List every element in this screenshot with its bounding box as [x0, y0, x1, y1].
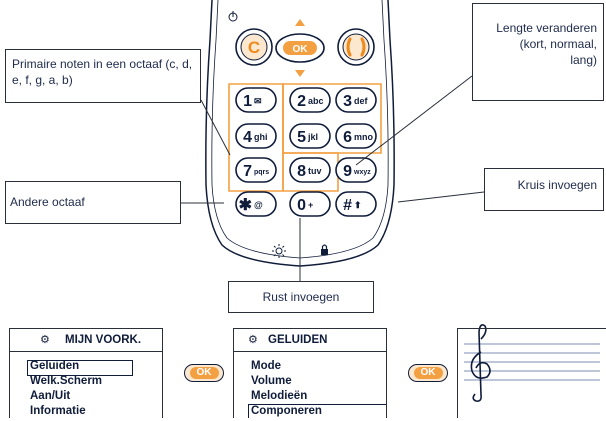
settings-icon-2: ⚙ [248, 334, 258, 346]
key-digit: 9 [343, 163, 352, 180]
key-digit: 6 [343, 129, 352, 146]
menu1-item-geluiden[interactable]: Geluiden [30, 360, 80, 372]
key-digit: 3 [343, 93, 352, 110]
callout-sharp: Kruis invoegen [484, 168, 604, 211]
menu2-title: GELUIDEN [268, 334, 328, 346]
menu2-selection-box [248, 404, 386, 418]
key-digit: 1 [243, 93, 252, 110]
ok-button-1-label: OK [189, 367, 219, 379]
menu1-title: MIJN VOORK. [65, 334, 142, 346]
menu2-item-mode[interactable]: Mode [251, 360, 282, 372]
menu1-item-welk-scherm[interactable]: Welk.Scherm [30, 375, 103, 387]
left-softkey-c[interactable]: C [235, 28, 273, 66]
nav-up-arrow [295, 19, 305, 26]
key-letters: @ [254, 200, 263, 210]
menu2-item-volume[interactable]: Volume [251, 375, 292, 387]
key-digit: 4 [243, 129, 252, 146]
brightness-icon [272, 244, 286, 258]
key-digit: 8 [297, 163, 306, 180]
svg-text:C: C [248, 38, 260, 57]
callout-other-octave-text: Andere octaaf [10, 195, 85, 209]
leader-length [355, 75, 473, 166]
key-digit: 2 [297, 93, 306, 110]
key-1[interactable]: 1✉ [235, 87, 277, 113]
key-letters: + [308, 200, 313, 210]
callout-primary-notes-text: Primaire noten in een octaaf (c, d, e, f… [12, 57, 193, 87]
key-letters: ✉ [254, 96, 262, 106]
menu1-item-informatie[interactable]: Informatie [30, 405, 86, 417]
callout-length: Lengte veranderen (kort, normaal, lang) [472, 3, 604, 101]
key-digit: 5 [297, 129, 306, 146]
nav-down-arrow [295, 70, 305, 77]
menu-panel-mijn-voork: ⚙ MIJN VOORK. Geluiden Welk.Scherm Aan/U… [9, 328, 163, 418]
menu1-item-aan-uit[interactable]: Aan/Uit [30, 390, 71, 402]
settings-icon: ⚙ [40, 334, 50, 346]
music-staff [464, 324, 600, 402]
callout-rest: Rust invoegen [228, 281, 374, 313]
key-11[interactable]: 0+ [289, 191, 331, 217]
callout-length-line2: (kort, normaal, [519, 37, 597, 51]
key-letters: pqrs [254, 169, 269, 176]
ok-button-1[interactable]: OK [184, 364, 224, 382]
ok-button-2[interactable]: OK [408, 364, 448, 382]
key-12[interactable]: #⬆ [335, 191, 377, 217]
menu-panel-geluiden: ⚙ GELUIDEN Mode Volume Melodieën Compone… [233, 328, 387, 418]
key-10[interactable]: ✱@ [235, 191, 277, 217]
callout-primary-notes: Primaire noten in een octaaf (c, d, e, f… [5, 49, 201, 103]
callout-rest-text: Rust invoegen [262, 290, 340, 304]
key-letters: ⬆ [354, 200, 362, 210]
key-letters: wxyz [353, 169, 371, 176]
key-letters: tuv [308, 166, 322, 176]
menu2-title-divider [234, 351, 386, 352]
treble-clef-icon [470, 324, 491, 402]
key-letters: mno [354, 132, 374, 142]
key-digit: ✱ [239, 197, 252, 214]
menu1-title-divider [10, 351, 162, 352]
phone-handset-icon [346, 37, 366, 57]
key-digit: 0 [297, 197, 306, 214]
composer-staff-panel [457, 328, 606, 418]
menu1-selection-box [27, 360, 133, 376]
callout-sharp-text: Kruis invoegen [517, 178, 597, 192]
callout-other-octave: Andere octaaf [5, 181, 181, 224]
leader-sharp [397, 191, 485, 203]
lock-icon [321, 244, 328, 255]
leader-primary-notes [200, 99, 231, 156]
menu2-item-componeren[interactable]: Componeren [251, 405, 322, 417]
svg-text:OK: OK [293, 44, 309, 55]
key-digit: 7 [243, 163, 252, 180]
menu2-item-melodieen[interactable]: Melodieën [251, 390, 308, 402]
ok-nav-key[interactable]: OK [275, 19, 325, 77]
right-softkey-call[interactable] [337, 28, 375, 66]
callout-length-line1: Lengte veranderen [496, 21, 597, 35]
ok-button-2-label: OK [413, 367, 443, 379]
key-letters: abc [308, 96, 324, 106]
callout-length-line3: lang) [570, 53, 597, 67]
key-letters: def [354, 96, 369, 106]
key-digit: # [343, 197, 352, 214]
key-letters: ghi [254, 132, 268, 142]
key-letters: jkl [307, 132, 318, 142]
